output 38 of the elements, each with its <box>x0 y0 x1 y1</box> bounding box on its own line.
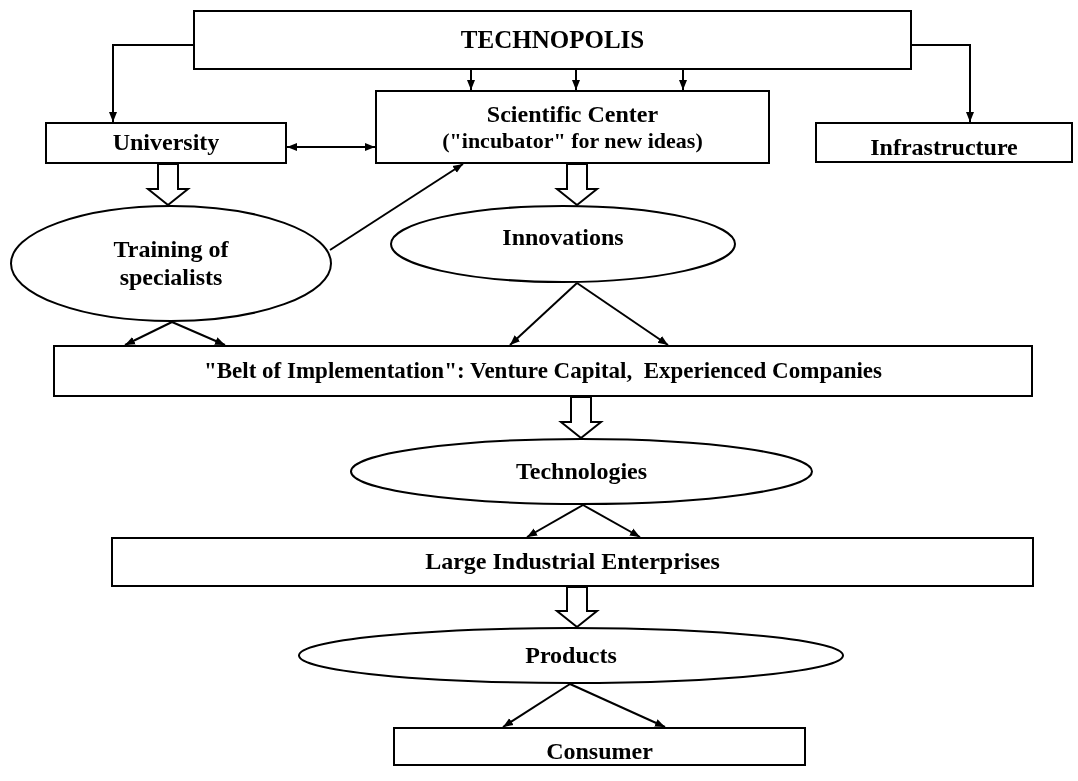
arrow <box>467 69 475 91</box>
node-label: Training of specialists <box>112 235 230 292</box>
arrow <box>911 44 974 123</box>
node-label: "Belt of Implementation": Venture Capital, Experienced Companies <box>203 357 882 385</box>
node-label: Large Industrial Enterprises <box>425 548 720 576</box>
process-box <box>815 122 1073 163</box>
block-arrow <box>145 163 191 207</box>
block-arrow <box>558 396 604 440</box>
process-box <box>193 10 912 70</box>
node-label: Consumer <box>546 737 653 766</box>
node-label: University <box>112 129 220 157</box>
node-label: Infrastructure <box>870 133 1018 162</box>
arrow <box>124 321 173 346</box>
node-label: Technologies <box>515 457 648 486</box>
process-box <box>53 345 1033 397</box>
block-arrow <box>554 586 600 629</box>
node-label: TECHNOPOLIS <box>460 25 645 55</box>
arrow <box>509 282 578 346</box>
arrow <box>171 321 226 346</box>
arrow <box>569 683 666 728</box>
arrow <box>526 504 584 538</box>
process-box <box>375 90 770 164</box>
block-arrow <box>554 163 600 207</box>
arrow <box>582 504 641 538</box>
node-label: Scientific Center <box>486 100 659 129</box>
process-box <box>45 122 287 164</box>
process-box <box>393 727 806 766</box>
node-label: Products <box>525 641 617 670</box>
arrow <box>572 69 580 91</box>
arrow <box>679 69 687 91</box>
node-label: Innovations <box>502 224 624 252</box>
arrow <box>502 683 571 728</box>
arrow <box>109 44 194 123</box>
node-sublabel: ("incubator" for new ideas) <box>442 128 703 154</box>
process-box <box>111 537 1034 587</box>
arrow <box>576 282 669 346</box>
arrow <box>286 143 376 151</box>
arrow <box>329 163 464 251</box>
